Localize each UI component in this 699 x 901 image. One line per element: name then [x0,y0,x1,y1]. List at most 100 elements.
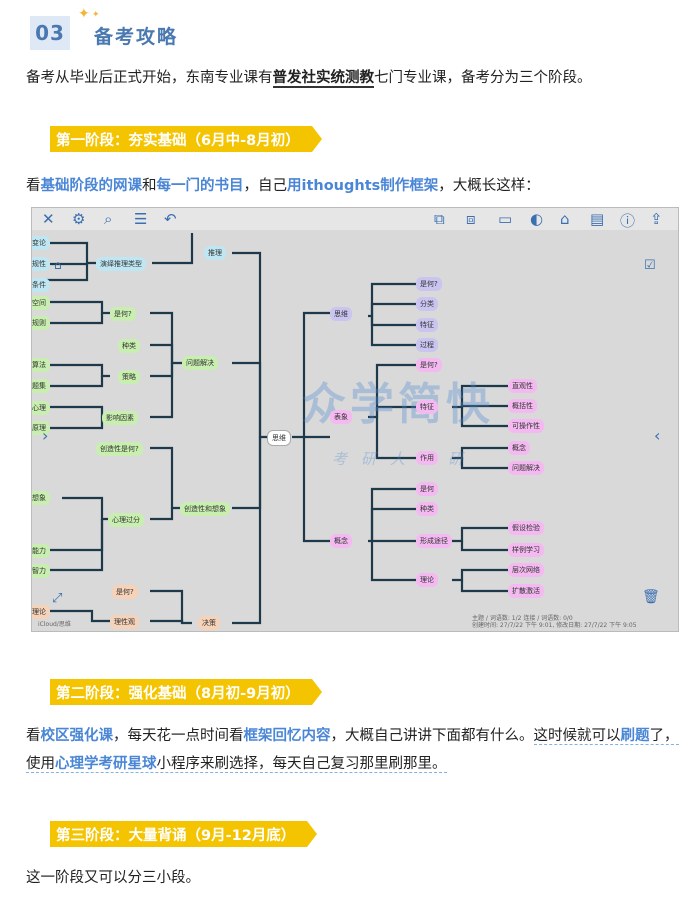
trash-icon[interactable]: 🗑 [642,589,660,605]
mindmap-node[interactable]: 是何? [110,307,136,321]
mindmap-node[interactable]: 想象 [32,491,50,505]
stage2-text: 这时候就可以 [533,728,621,744]
intro-text-1: 备考从毕业后正式开始，东南专业课有 [26,70,273,86]
mindmap-node[interactable]: 是何 [416,482,438,496]
intro-text-2: 七门专业课，备考分为三个阶段。 [374,70,592,86]
mindmap-root[interactable]: 思维 [267,430,291,446]
mindmap-node[interactable]: 题集 [32,379,50,393]
menu-icon[interactable]: ☰ [134,210,148,228]
mindmap-node[interactable]: 原理 [32,421,50,435]
mindmap-node[interactable]: 问题解决 [508,461,544,475]
close-icon[interactable]: ✕ [42,210,55,228]
undo-icon[interactable]: ↶ [164,210,177,228]
mindmap-node[interactable]: 样例学习 [508,543,544,557]
mindmap-node[interactable]: 表象 [330,410,352,424]
mindmap-node[interactable]: 形成途径 [416,534,452,548]
watermark-subtext: 考研人考研 [332,450,478,468]
stage2-text: ，每天花一点时间看 [113,728,244,744]
stage2-highlight: 心理学考研星球 [55,756,157,772]
mindmap-node[interactable]: 算法 [32,358,50,372]
section-header: 03 ✦ ✦ 备考攻略 [30,6,270,52]
mindmap-node[interactable]: 规性 [32,257,50,271]
mindmap-dates: 创建时间: 27/7/22 下午 9:01, 修改日期: 27/7/22 下午 … [472,622,637,629]
mindmap-node[interactable]: 是何? [416,277,442,291]
mindmap-node[interactable]: 概念 [508,441,530,455]
mindmap-node[interactable]: 假设检验 [508,521,544,535]
chevron-left-icon[interactable]: › [42,426,49,445]
mindmap-node[interactable]: 种类 [118,339,140,353]
chevron-right-icon[interactable]: ‹ [654,426,661,445]
mindmap-node[interactable]: 过程 [416,338,438,352]
mindmap-node[interactable]: 扩散激活 [508,584,544,598]
gear-icon[interactable]: ⚙ [72,210,86,228]
stage1-text: 和 [142,178,157,194]
mindmap-node[interactable]: 决策 [198,616,220,630]
search-icon[interactable]: ⌕ [104,210,113,228]
subnode-icon[interactable]: ⧈ [466,210,476,228]
mindmap-node[interactable]: 空间 [32,296,50,310]
color-icon[interactable]: ◐ [530,210,544,228]
stage2-text: 看 [26,728,41,744]
mindmap-node[interactable]: 能力 [32,544,50,558]
expand-icon[interactable]: ⤢ [52,591,63,606]
mindmap-node[interactable]: 特征 [416,318,438,332]
stage2-highlight: 刷题 [620,728,650,744]
mindmap-node[interactable]: 心理过分 [108,513,144,527]
mindmap-node[interactable]: 推理 [204,246,226,260]
mindmap-node[interactable]: 条件 [32,278,50,292]
mindmap-node[interactable]: 是何? [416,358,442,372]
mindmap-node[interactable]: 创造性是何? [96,442,143,456]
share-icon[interactable]: ⇪ [650,210,663,228]
stage1-paragraph: 看基础阶段的网课和每一门的书目，自己用ithoughts制作框架，大概长这样： [26,172,686,200]
info-icon[interactable]: ⓘ [620,212,636,230]
mindmap-node[interactable]: 心理 [32,401,50,415]
sparkle-icon: ✦ [78,6,90,22]
section-title: 备考攻略 [94,26,179,48]
node-icon[interactable]: ⧉ [434,210,445,228]
home-icon[interactable]: ⌂ [54,258,62,272]
stage1-text: 看 [26,178,41,194]
mindmap-node[interactable]: 影响因素 [102,411,138,425]
mindmap-node[interactable]: 分类 [416,297,438,311]
stage2-text: 小程序来刷选择，每天自己复习那里刷那里。 [156,756,447,772]
section-number: 03 [30,16,70,50]
mindmap-node[interactable]: 特征 [416,400,438,414]
stage2-text: 了，使用 [26,728,679,772]
mindmap-node[interactable]: 可操作性 [508,419,544,433]
mindmap-node[interactable]: 创造性和想象 [180,502,230,516]
mindmap-node[interactable]: 直观性 [508,379,537,393]
mindmap-node[interactable]: 思维 [330,307,352,321]
tag-icon[interactable]: ⌂ [560,210,570,228]
mindmap-node[interactable]: 理论 [416,573,438,587]
mindmap-node[interactable]: 变论 [32,236,50,250]
mindmap-node[interactable]: 种类 [416,502,438,516]
stage2-highlight: 框架回忆内容 [243,728,331,744]
stage1-text: ，自己 [243,178,288,194]
stage1-label: 第一阶段：夯实基础（6月中-8月初） [50,126,322,152]
sparkle-small-icon: ✦ [92,10,100,20]
mindmap-node[interactable]: 理性观 [110,615,139,629]
mindmap-node[interactable]: 智力 [32,564,50,578]
comment-icon[interactable]: ▭ [498,210,513,228]
mindmap-node[interactable]: 理论 [32,605,50,619]
layout-icon[interactable]: ▤ [590,210,605,228]
stage1-highlight: 基础阶段的网课 [40,178,143,194]
mindmap-node[interactable]: 作用 [416,451,438,465]
mindmap-node[interactable]: 规则 [32,316,50,330]
mindmap-screenshot: ✕ ⚙ ⌕ ☰ ↶ ⧉ ⧈ ▭ ◐ ⌂ ▤ ⓘ ⇪ [31,207,679,632]
mindmap-node[interactable]: 演绎推理类型 [96,257,146,271]
mindmap-node[interactable]: 概念 [330,534,352,548]
intro-courses: 普发社实统测教 [272,70,374,88]
stage2-paragraph: 看校区强化课，每天花一点时间看框架回忆内容，大概自己讲讲下面都有什么。这时候就可… [26,722,686,778]
mindmap-node[interactable]: 概括性 [508,399,537,413]
stage1-highlight: 用ithoughts制作框架 [287,178,439,194]
mindmap-node[interactable]: 是何? [112,585,138,599]
stage2-highlight: 校区强化课 [40,728,114,744]
watermark-text: 众学简快 [302,379,494,430]
checkbox-icon[interactable]: ☑ [644,258,656,273]
mindmap-node[interactable]: 策略 [118,370,140,384]
stage1-text: ，大概长这样： [438,178,540,194]
mindmap-node[interactable]: 问题解决 [182,356,218,370]
stage1-highlight: 每一门的书目 [156,178,244,194]
mindmap-node[interactable]: 层次网络 [508,563,544,577]
